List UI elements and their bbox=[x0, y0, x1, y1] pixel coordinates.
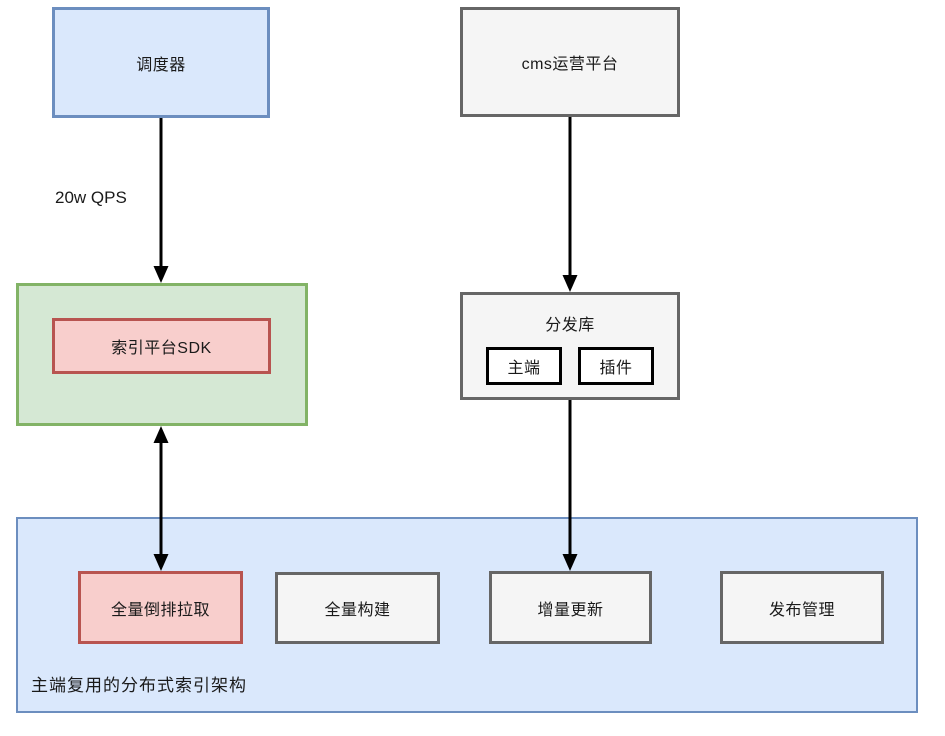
node-release-management-label: 发布管理 bbox=[768, 601, 835, 619]
node-incremental-update: 增量更新 bbox=[489, 571, 652, 644]
node-main-client-label: 主端 bbox=[507, 360, 541, 377]
node-cms-platform-label: cms运营平台 bbox=[521, 56, 619, 73]
node-scheduler-label: 调度器 bbox=[136, 56, 186, 74]
node-distribution-library-label: 分发库 bbox=[545, 317, 595, 334]
node-main-client: 主端 bbox=[486, 347, 562, 385]
node-incremental-update-label: 增量更新 bbox=[537, 601, 604, 619]
node-index-sdk: 索引平台SDK bbox=[52, 318, 271, 374]
edge-label-qps: 20w QPS bbox=[55, 188, 127, 207]
arrow-cms-to-distribution bbox=[562, 117, 578, 292]
container-caption: 主端复用的分布式索引架构 bbox=[31, 676, 247, 695]
node-cms-platform: cms运营平台 bbox=[460, 7, 680, 117]
node-full-inverted-pull-label: 全量倒排拉取 bbox=[110, 601, 210, 619]
node-plugin: 插件 bbox=[578, 347, 654, 385]
node-release-management: 发布管理 bbox=[720, 571, 884, 644]
distribution-children-row: 主端 插件 bbox=[463, 347, 677, 385]
arrow-scheduler-to-sdk bbox=[153, 118, 169, 283]
node-full-build: 全量构建 bbox=[275, 572, 440, 644]
node-index-sdk-label: 索引平台SDK bbox=[111, 340, 212, 357]
node-distribution-library: 分发库 主端 插件 bbox=[460, 292, 680, 400]
node-plugin-label: 插件 bbox=[599, 360, 633, 377]
container-sdk-green: 索引平台SDK bbox=[16, 283, 308, 426]
container-distributed-index: 全量倒排拉取 全量构建 增量更新 发布管理 主端复用的分布式索引架构 bbox=[16, 517, 918, 713]
node-full-inverted-pull: 全量倒排拉取 bbox=[78, 571, 243, 644]
node-full-build-label: 全量构建 bbox=[324, 602, 391, 619]
node-scheduler: 调度器 bbox=[52, 7, 270, 118]
